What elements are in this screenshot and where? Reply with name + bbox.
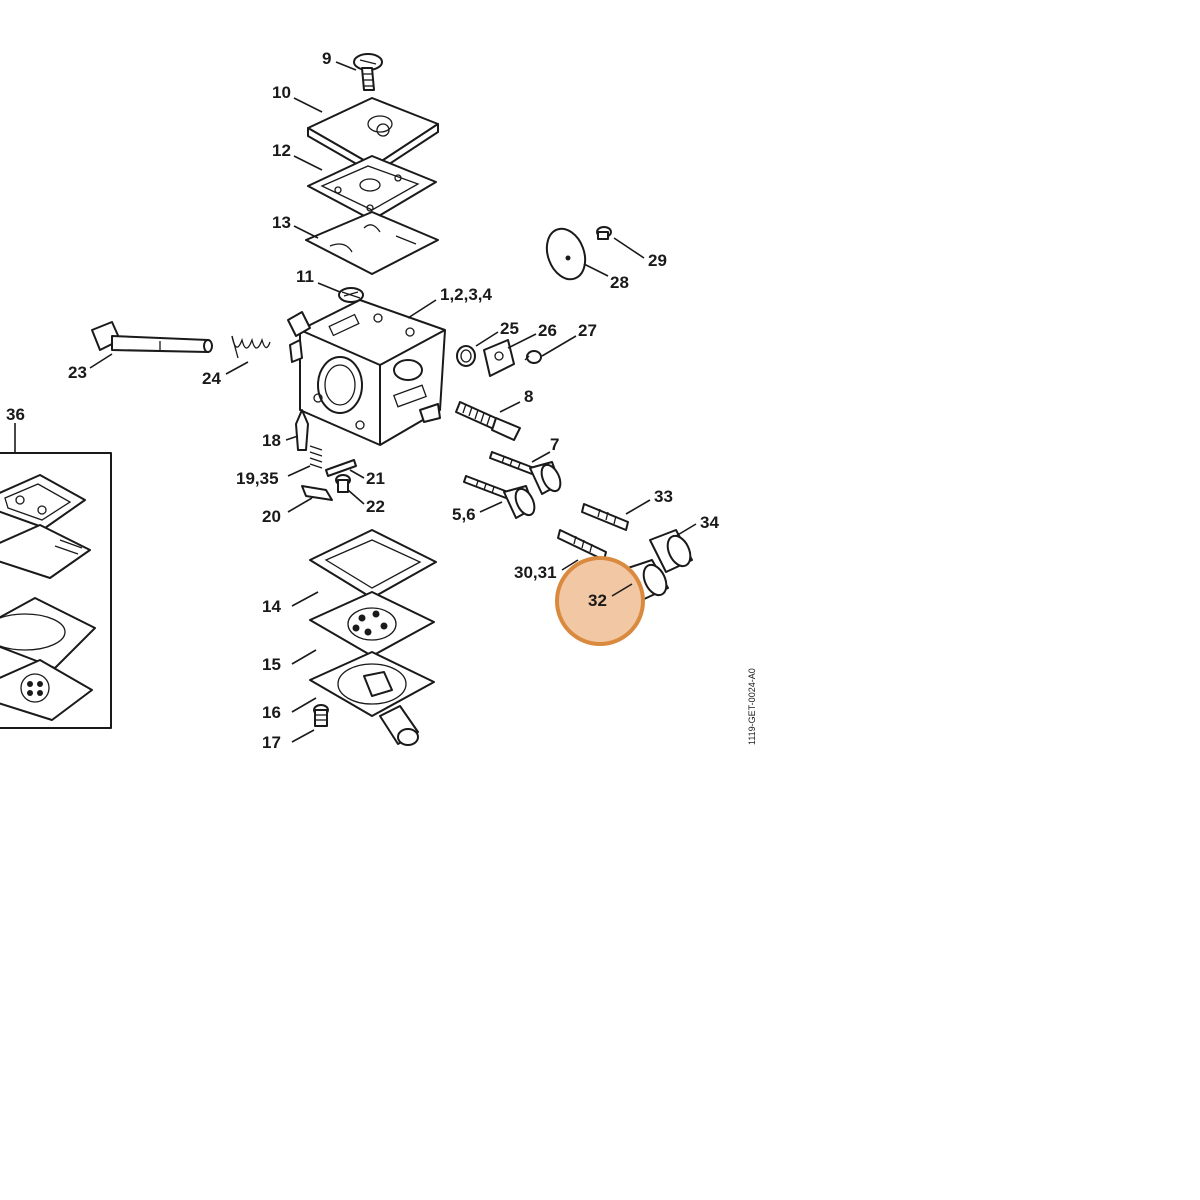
part-22-screw[interactable] (335, 474, 351, 493)
part-1935-spring[interactable] (309, 445, 323, 469)
callout-14[interactable]: 14 (262, 597, 281, 616)
drawing-code: 1119-GET-0024-A0 (747, 668, 757, 745)
part-9-screw[interactable] (353, 53, 383, 91)
callout-28[interactable]: 28 (610, 273, 629, 292)
part-25-ring[interactable] (456, 345, 476, 367)
part-8-adjusting-screw[interactable] (455, 401, 521, 441)
callout-32[interactable]: 32 (588, 591, 607, 610)
callout-25[interactable]: 25 (500, 319, 519, 338)
callout-16[interactable]: 16 (262, 703, 281, 722)
part-11-strainer[interactable] (338, 287, 364, 303)
callout-33[interactable]: 33 (654, 487, 673, 506)
part-21-pin[interactable] (325, 459, 357, 477)
part-56-needle[interactable] (463, 475, 538, 519)
part-12-gasket[interactable] (307, 155, 437, 221)
callout-13[interactable]: 13 (272, 213, 291, 232)
callout-9[interactable]: 9 (322, 49, 331, 68)
highlight-circle (555, 556, 645, 646)
callout-34[interactable]: 34 (700, 513, 719, 532)
part-13-diaphragm[interactable] (305, 211, 439, 275)
part-24-torsion-spring[interactable] (231, 335, 271, 359)
part-36-kit-inset[interactable] (0, 423, 112, 729)
callout-labels: 9 10 12 13 11 1,2,3,4 23 24 25 26 27 28 … (6, 49, 719, 752)
callout-15[interactable]: 15 (262, 655, 281, 674)
callout-17[interactable]: 17 (262, 733, 281, 752)
part-33-needle[interactable] (581, 503, 629, 531)
part-18-inlet-needle[interactable] (295, 409, 309, 451)
callout-1935[interactable]: 19,35 (236, 469, 279, 488)
callout-10[interactable]: 10 (272, 83, 291, 102)
callout-1234[interactable]: 1,2,3,4 (440, 285, 493, 304)
part-16-metering-cover[interactable] (309, 651, 435, 746)
callout-27[interactable]: 27 (578, 321, 597, 340)
part-27-screw[interactable] (524, 350, 542, 364)
callout-11[interactable]: 11 (296, 267, 314, 286)
part-28-disc[interactable] (540, 223, 592, 284)
part-3031-needle[interactable] (557, 529, 607, 561)
callout-18[interactable]: 18 (262, 431, 281, 450)
callout-22[interactable]: 22 (366, 497, 385, 516)
part-15-diaphragm[interactable] (309, 591, 435, 657)
part-34-cap[interactable] (649, 529, 695, 573)
callout-20[interactable]: 20 (262, 507, 281, 526)
part-29-screw[interactable] (596, 226, 612, 240)
part-14-gasket[interactable] (309, 529, 437, 599)
part-17-screw[interactable] (313, 704, 329, 727)
part-7-needle[interactable] (489, 451, 564, 495)
part-23-throttle-shaft[interactable] (91, 321, 213, 353)
callout-26[interactable]: 26 (538, 321, 557, 340)
part-1234-carburetor-body[interactable] (287, 299, 446, 446)
callout-24[interactable]: 24 (202, 369, 221, 388)
callout-21[interactable]: 21 (366, 469, 385, 488)
leader-lines (89, 61, 697, 743)
callout-8[interactable]: 8 (524, 387, 533, 406)
callout-56[interactable]: 5,6 (452, 505, 476, 524)
callout-29[interactable]: 29 (648, 251, 667, 270)
callout-3031[interactable]: 30,31 (514, 563, 557, 582)
callout-7[interactable]: 7 (550, 435, 559, 454)
part-26-bracket[interactable] (483, 339, 515, 377)
callout-36[interactable]: 36 (6, 405, 25, 424)
callout-12[interactable]: 12 (272, 141, 291, 160)
callout-23[interactable]: 23 (68, 363, 87, 382)
part-20-lever[interactable] (301, 485, 333, 501)
